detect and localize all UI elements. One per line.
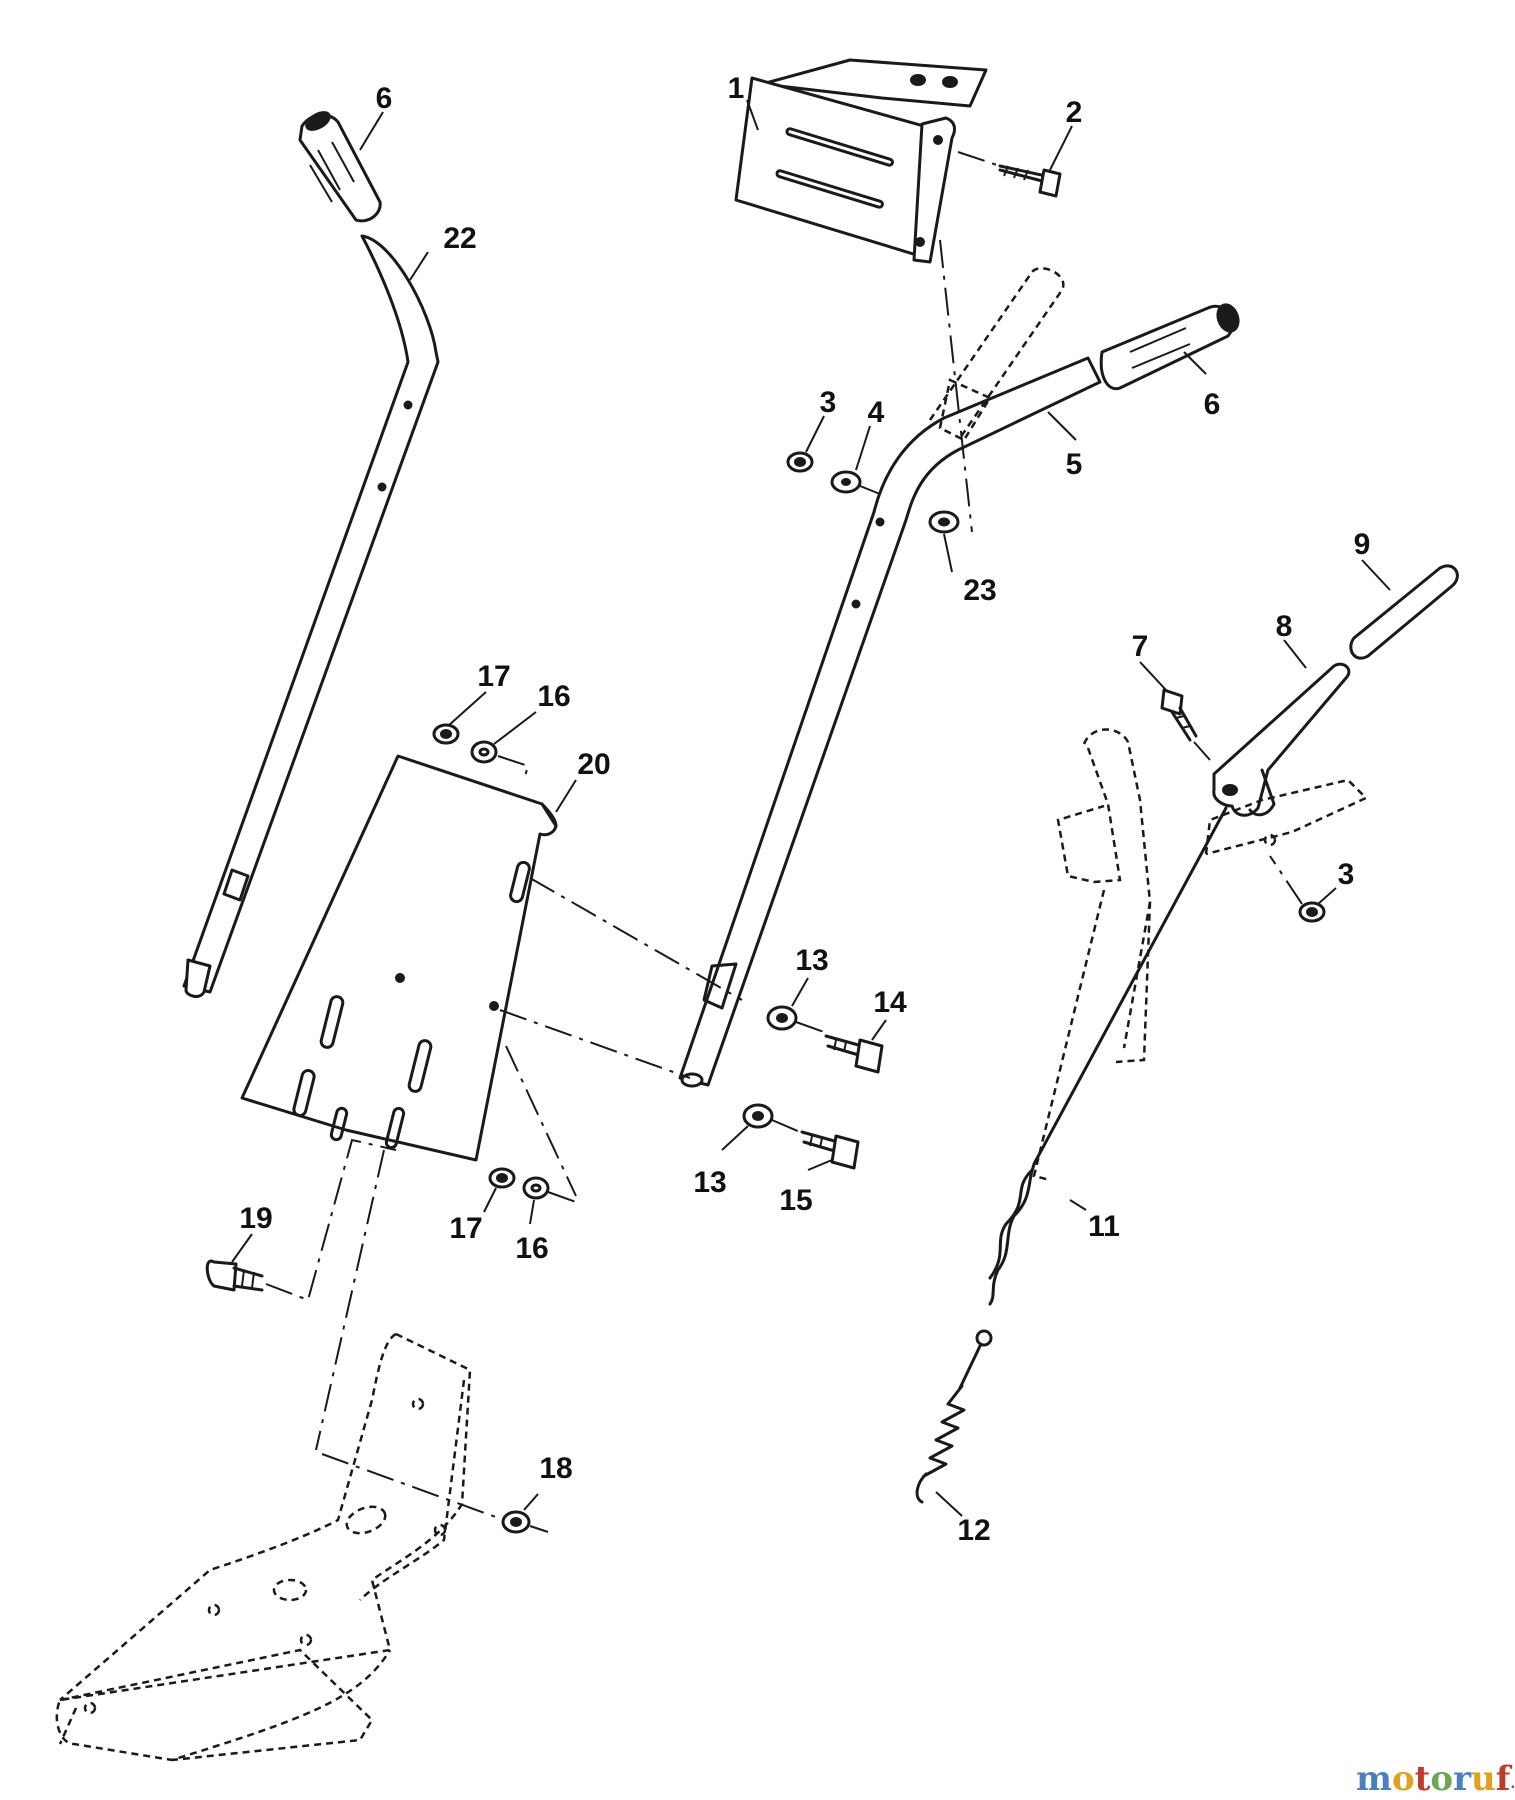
left-grip xyxy=(298,111,382,223)
callout-2: 2 xyxy=(1066,96,1083,129)
washer-23 xyxy=(928,510,960,534)
callout-17a: 17 xyxy=(477,660,510,693)
callout-3a: 3 xyxy=(820,386,837,419)
callout-15: 15 xyxy=(779,1184,812,1217)
callout-17b: 17 xyxy=(449,1212,482,1245)
callout-4: 4 xyxy=(868,396,885,429)
callout-22: 22 xyxy=(443,222,476,255)
callout-8: 8 xyxy=(1276,610,1293,643)
mounting-bracket-ghost xyxy=(55,1332,472,1762)
top-bracket xyxy=(734,58,988,264)
bolt-2 xyxy=(957,151,1062,198)
callout-9: 9 xyxy=(1354,528,1371,561)
nut-3-upper xyxy=(786,451,814,473)
nut-18 xyxy=(501,1510,531,1534)
nut-17-upper xyxy=(432,723,460,745)
callout-6a: 6 xyxy=(376,82,393,115)
lever-ghost xyxy=(1032,728,1369,1182)
nut-3-lower xyxy=(1298,901,1326,923)
callout-18: 18 xyxy=(539,1452,572,1485)
callout-6b: 6 xyxy=(1204,388,1221,421)
control-cable-11 xyxy=(988,806,1228,1306)
right-handle-ghost xyxy=(928,267,1065,442)
washer-16-lower xyxy=(522,1176,550,1200)
callout-16a: 16 xyxy=(537,680,570,713)
bolt-7 xyxy=(1160,688,1211,761)
svg-text:motoruf.de: motoruf.de xyxy=(1356,1759,1515,1799)
callout-7: 7 xyxy=(1132,630,1149,663)
left-handle-tube xyxy=(182,234,440,998)
cover-panel-20 xyxy=(240,754,558,1162)
callout-5: 5 xyxy=(1066,448,1083,481)
right-grip xyxy=(1099,303,1240,391)
callout-13b: 13 xyxy=(693,1166,726,1199)
callout-16b: 16 xyxy=(515,1232,548,1265)
callout-20: 20 xyxy=(577,748,610,781)
washer-16-upper xyxy=(470,740,498,764)
washer-13-lower xyxy=(742,1103,774,1129)
callout-19: 19 xyxy=(239,1202,272,1235)
callout-3b: 3 xyxy=(1338,858,1355,891)
callout-1: 1 xyxy=(728,72,745,105)
callout-12: 12 xyxy=(957,1514,990,1547)
nut-17-lower xyxy=(488,1167,516,1189)
callout-23: 23 xyxy=(963,574,996,607)
callout-11: 11 xyxy=(1088,1210,1120,1243)
grip-9 xyxy=(1349,564,1459,660)
carriage-bolt-19 xyxy=(205,1259,264,1292)
washer-13-upper xyxy=(766,1005,798,1031)
callout-14: 14 xyxy=(873,986,907,1019)
lever-8 xyxy=(1212,662,1351,817)
bolt-14 xyxy=(824,1034,884,1074)
callout-13a: 13 xyxy=(795,944,828,977)
watermark-logo: motoruf.de xyxy=(1356,1759,1515,1799)
right-handle-tube xyxy=(678,356,1102,1088)
spring-12 xyxy=(915,1329,993,1504)
bolt-15 xyxy=(800,1130,860,1170)
washer-4 xyxy=(830,470,862,494)
